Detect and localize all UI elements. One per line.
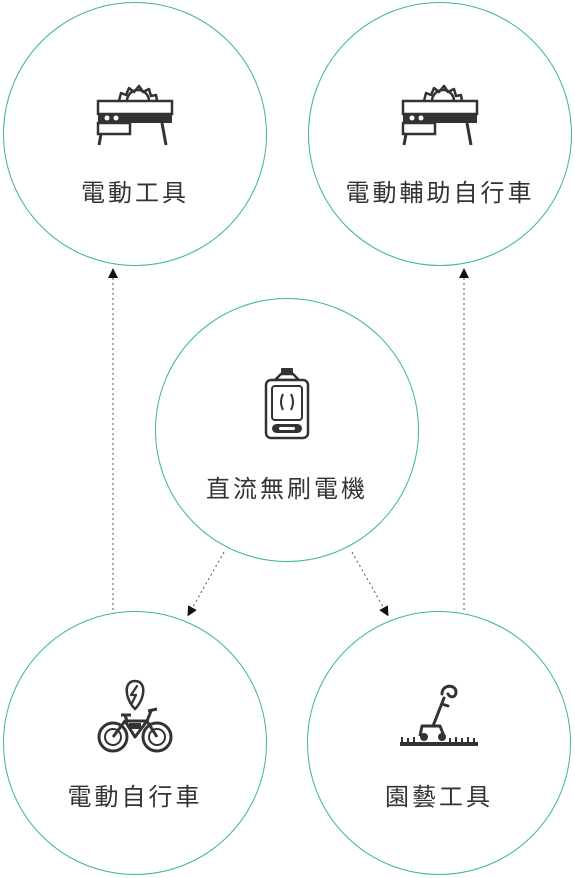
node-label: 直流無刷電機 — [206, 475, 368, 503]
lawn-mower-icon — [400, 684, 478, 746]
node-garden-tools: 園藝工具 — [307, 611, 571, 875]
circular-saw-icon — [401, 84, 479, 146]
arrow-bldc-to-ebike — [187, 551, 225, 617]
node-label: 園藝工具 — [385, 783, 493, 811]
electric-bicycle-icon — [97, 679, 173, 753]
node-ebike-assist: 電動輔助自行車 — [308, 2, 572, 266]
node-ebike: 電動自行車 — [3, 611, 267, 875]
circular-saw-icon — [96, 84, 174, 146]
battery-pack-icon — [264, 368, 310, 440]
arrow-bldc-to-garden-tools — [351, 551, 389, 617]
node-bldc-motor: 直流無刷電機 — [155, 298, 419, 562]
node-label: 電動工具 — [81, 179, 189, 207]
node-label: 電動輔助自行車 — [345, 179, 535, 207]
node-power-tools: 電動工具 — [3, 2, 267, 266]
node-label: 電動自行車 — [67, 783, 203, 811]
